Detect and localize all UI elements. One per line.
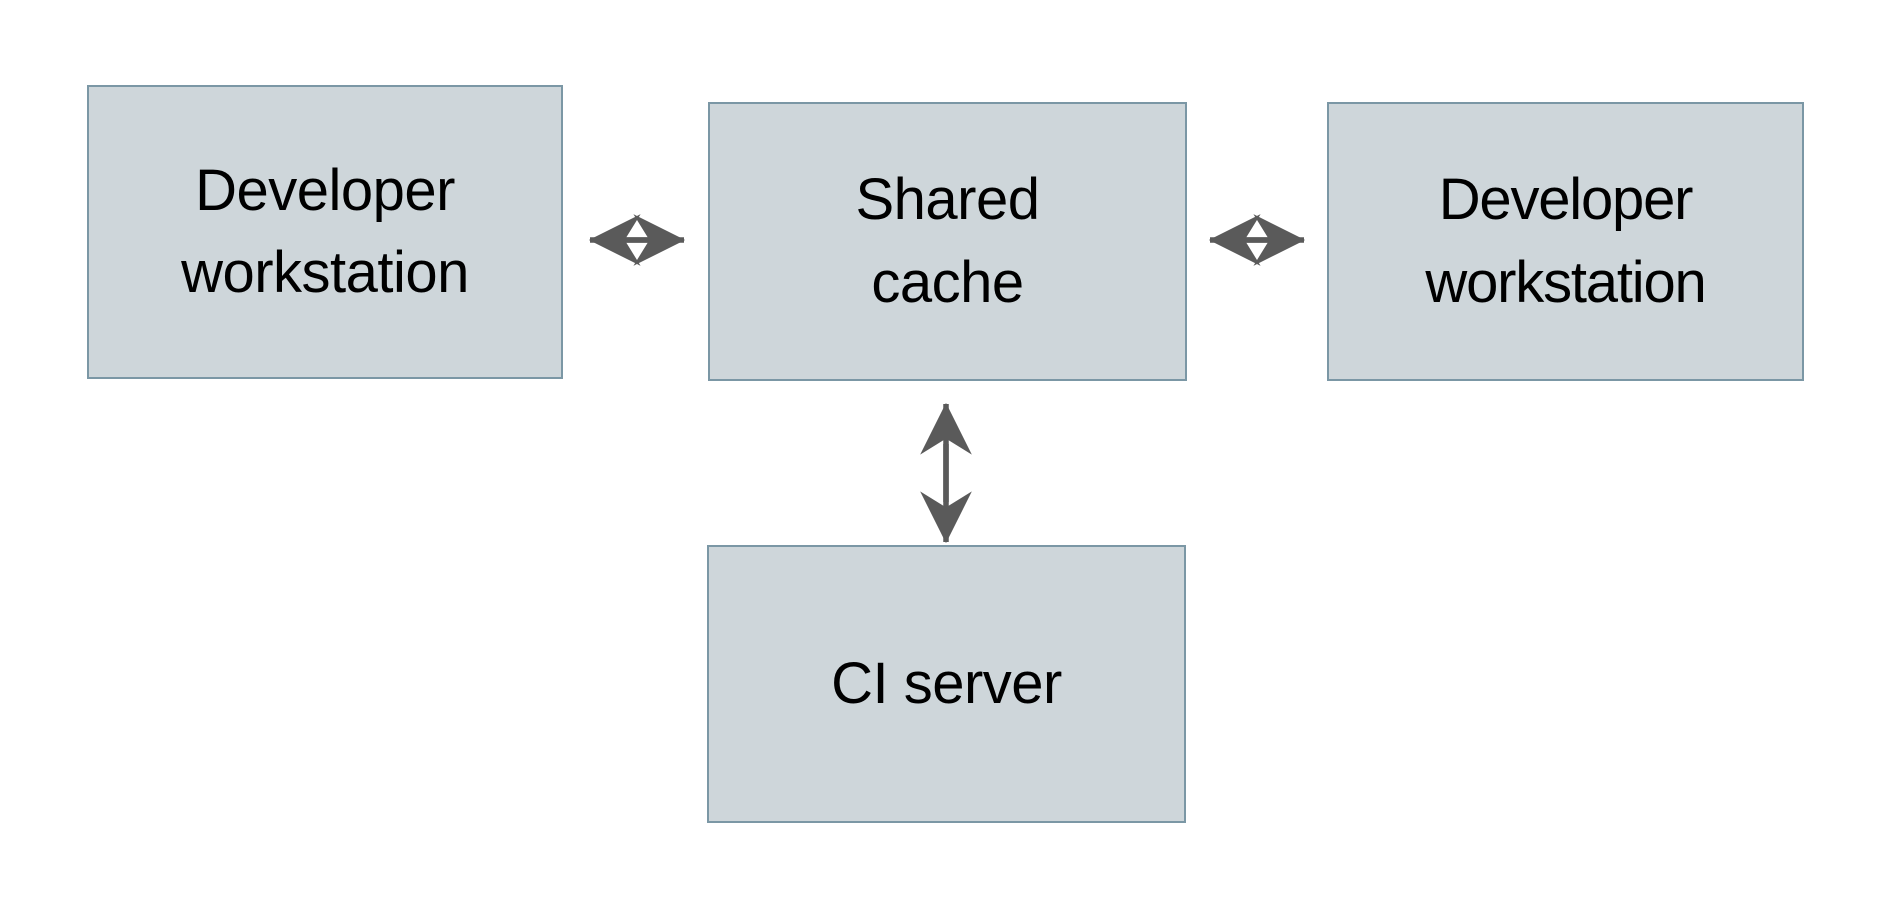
node-label: Developer workstation [1425, 167, 1706, 315]
node-shared-cache[interactable]: Shared cache [708, 102, 1187, 381]
node-label: Shared cache [855, 167, 1040, 315]
node-label: Developer workstation [181, 157, 469, 305]
node-ci-server[interactable]: CI server [707, 545, 1186, 823]
node-label: CI server [831, 650, 1062, 716]
node-developer-workstation-right[interactable]: Developer workstation [1327, 102, 1804, 381]
node-developer-workstation-left[interactable]: Developer workstation [87, 85, 563, 379]
